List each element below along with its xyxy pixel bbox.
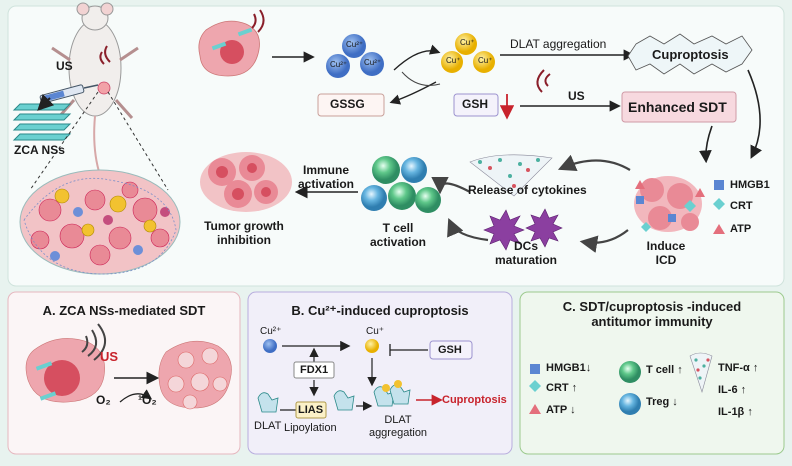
- dlat-label: DLAT: [254, 420, 282, 432]
- panel-c-graphics: [529, 352, 713, 415]
- lipoylation-label: Lipoylation: [284, 422, 337, 434]
- panel-c-tnf-label: TNF-α ↑: [718, 362, 758, 375]
- panel-a-graphics: [25, 323, 232, 410]
- gsh-box: [453, 93, 499, 117]
- panel-a: [7, 291, 241, 455]
- cytokine-cone: [469, 154, 553, 197]
- cu2-text-2: Cu²⁺: [330, 60, 348, 69]
- cuproptosis-label: Cuproptosis: [652, 47, 729, 62]
- panel-c-treg-text: Treg: [646, 396, 670, 408]
- tumor-cell-us: [198, 9, 265, 77]
- mouse-us-label: US: [56, 59, 73, 73]
- panel-b-gsh-label: GSH: [438, 344, 462, 356]
- cu2-dot: [263, 339, 277, 353]
- panel-c-crt-text: CRT: [546, 382, 569, 394]
- panel-c-treg-arrow: ↓: [672, 396, 678, 408]
- cu1-text-1: Cu⁺: [460, 38, 475, 47]
- panel-c-atp-text: ATP: [546, 404, 567, 416]
- lias-box: [295, 401, 327, 419]
- panel-c-il1b-label: IL-1β ↑: [718, 406, 753, 419]
- panel-b-title: B. Cu²⁺-induced cuproptosis: [291, 303, 469, 318]
- panel-c-il1b-text: IL-1β: [718, 406, 745, 418]
- cuproptosis-burst: [627, 33, 753, 75]
- panel-a-singlet-o2-label: ¹O₂: [138, 393, 157, 407]
- enhanced-sdt-label: Enhanced SDT: [628, 99, 727, 115]
- gssg-label: GSSG: [330, 97, 365, 111]
- panel-c-hmgb1-label: HMGB1↓: [546, 362, 591, 375]
- cu1-cluster: [441, 33, 495, 73]
- panel-b-cuproptosis-label: Cuproptosis: [442, 394, 507, 406]
- panel-c-crt-label: CRT ↑: [546, 382, 577, 395]
- dlat-aggregation-label: DLAT aggregation: [510, 37, 607, 51]
- atp-label: ATP: [730, 223, 752, 235]
- panel-c-treg-label: Treg ↓: [646, 396, 678, 409]
- dendritic-cells: [483, 208, 563, 251]
- panel-a-title: A. ZCA NSs-mediated SDT: [42, 303, 206, 318]
- panel-c-hmgb1-text: HMGB1: [546, 362, 586, 374]
- inhibited-tumor-cells: [200, 152, 292, 212]
- cu1-text-2: Cu⁺: [446, 56, 461, 65]
- crt-label: CRT: [730, 200, 753, 212]
- us-label: US: [568, 89, 585, 103]
- panel-b-graphics: [257, 339, 473, 419]
- tumor-tissue: [19, 169, 181, 275]
- panel-b-gsh-box: [429, 340, 473, 360]
- panel-c-tcell-arrow: ↑: [677, 364, 683, 376]
- lias-label: LIAS: [298, 404, 324, 416]
- panel-c-atp-label: ATP ↓: [546, 404, 576, 417]
- panel-b-cu1-label: Cu⁺: [366, 326, 385, 337]
- panel-c-atp-arrow: ↓: [570, 404, 576, 416]
- panel-c-tcell-label: T cell ↑: [646, 364, 683, 377]
- enhanced-sdt-box: [621, 91, 737, 123]
- panel-c-il1b-arrow: ↑: [747, 406, 753, 418]
- fdx1-box: [293, 361, 335, 379]
- panel-b-dlat-aggregation-label: DLAT aggregation: [368, 414, 428, 439]
- panel-c-il6-label: IL-6 ↑: [718, 384, 746, 397]
- cu2-text-1: Cu²⁺: [346, 40, 364, 49]
- t-cells: [361, 156, 441, 213]
- crt-legend-shape: [713, 198, 725, 210]
- tumor-growth-inhibition-label: Tumor growth inhibition: [204, 219, 284, 247]
- panel-a-us-label: US: [100, 349, 119, 364]
- t-cell-activation-label: T cell activation: [369, 221, 427, 249]
- atp-legend-shape: [713, 224, 725, 234]
- fdx1-label: FDX1: [300, 364, 329, 376]
- panel-c-crt-arrow: ↑: [571, 382, 578, 394]
- panel-c-tcell-text: T cell: [646, 364, 675, 376]
- panel-c-title: C. SDT/cuproptosis -induced antitumor im…: [562, 299, 742, 329]
- zca-ns-label: ZCA NSs: [14, 143, 65, 157]
- gssg-box: [317, 93, 385, 117]
- induce-icd-label: Induce ICD: [646, 239, 686, 267]
- release-cytokines-label: Release of cytokines: [468, 183, 587, 197]
- panel-c-hmgb1-arrow: ↓: [585, 362, 592, 374]
- cu2-cluster: [326, 34, 384, 78]
- icd-cells: [634, 176, 705, 232]
- hmgb1-label: HMGB1: [730, 179, 770, 191]
- panel-b-cu2-label: Cu²⁺: [260, 326, 282, 337]
- cu1-text-3: Cu⁺: [478, 56, 493, 65]
- hmgb1-legend-shape: [714, 180, 724, 190]
- zca-ns-icon: [12, 93, 72, 141]
- gsh-label: GSH: [462, 97, 489, 111]
- panel-c: [519, 291, 785, 455]
- cu2-text-3: Cu²⁺: [364, 58, 382, 67]
- panel-c-tnf-arrow: ↑: [752, 362, 759, 374]
- panel-c-il6-arrow: ↑: [740, 384, 747, 396]
- immune-activation-label: Immune activation: [297, 163, 355, 191]
- top-panel: [7, 5, 785, 287]
- panel-a-o2-label: O₂: [96, 393, 111, 407]
- dcs-maturation-label: DCs maturation: [494, 239, 558, 267]
- cu1-dot: [365, 339, 379, 353]
- panel-c-il6-text: IL-6: [718, 384, 738, 396]
- dlat-shape: [257, 392, 279, 413]
- panel-c-tnf-text: TNF-α: [718, 362, 750, 374]
